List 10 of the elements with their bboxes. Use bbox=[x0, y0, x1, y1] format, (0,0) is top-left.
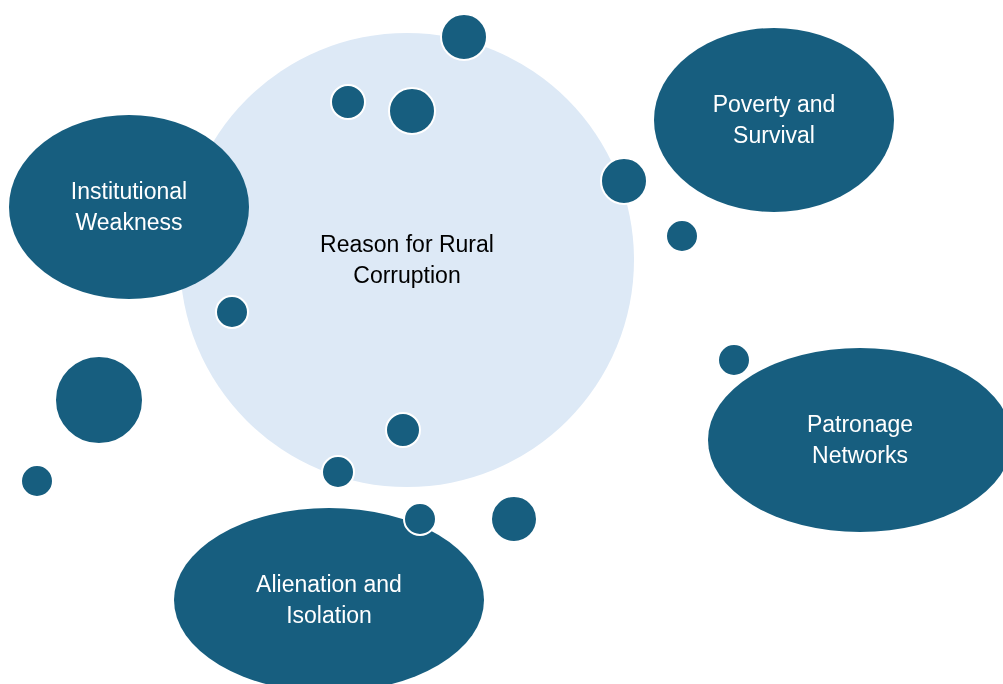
bubble-circle bbox=[388, 87, 436, 135]
topic-label: Patronage Networks bbox=[805, 410, 915, 470]
bubble-circle bbox=[403, 502, 437, 536]
topic-label: Poverty and Survival bbox=[711, 90, 837, 150]
topic-label: Alienation and Isolation bbox=[255, 570, 403, 630]
topic-label: Institutional Weakness bbox=[69, 177, 189, 237]
bubble-circle bbox=[215, 295, 249, 329]
bubble-circle bbox=[330, 84, 366, 120]
bubble-circle bbox=[385, 412, 421, 448]
central-label: Reason for Rural Corruption bbox=[319, 230, 495, 290]
